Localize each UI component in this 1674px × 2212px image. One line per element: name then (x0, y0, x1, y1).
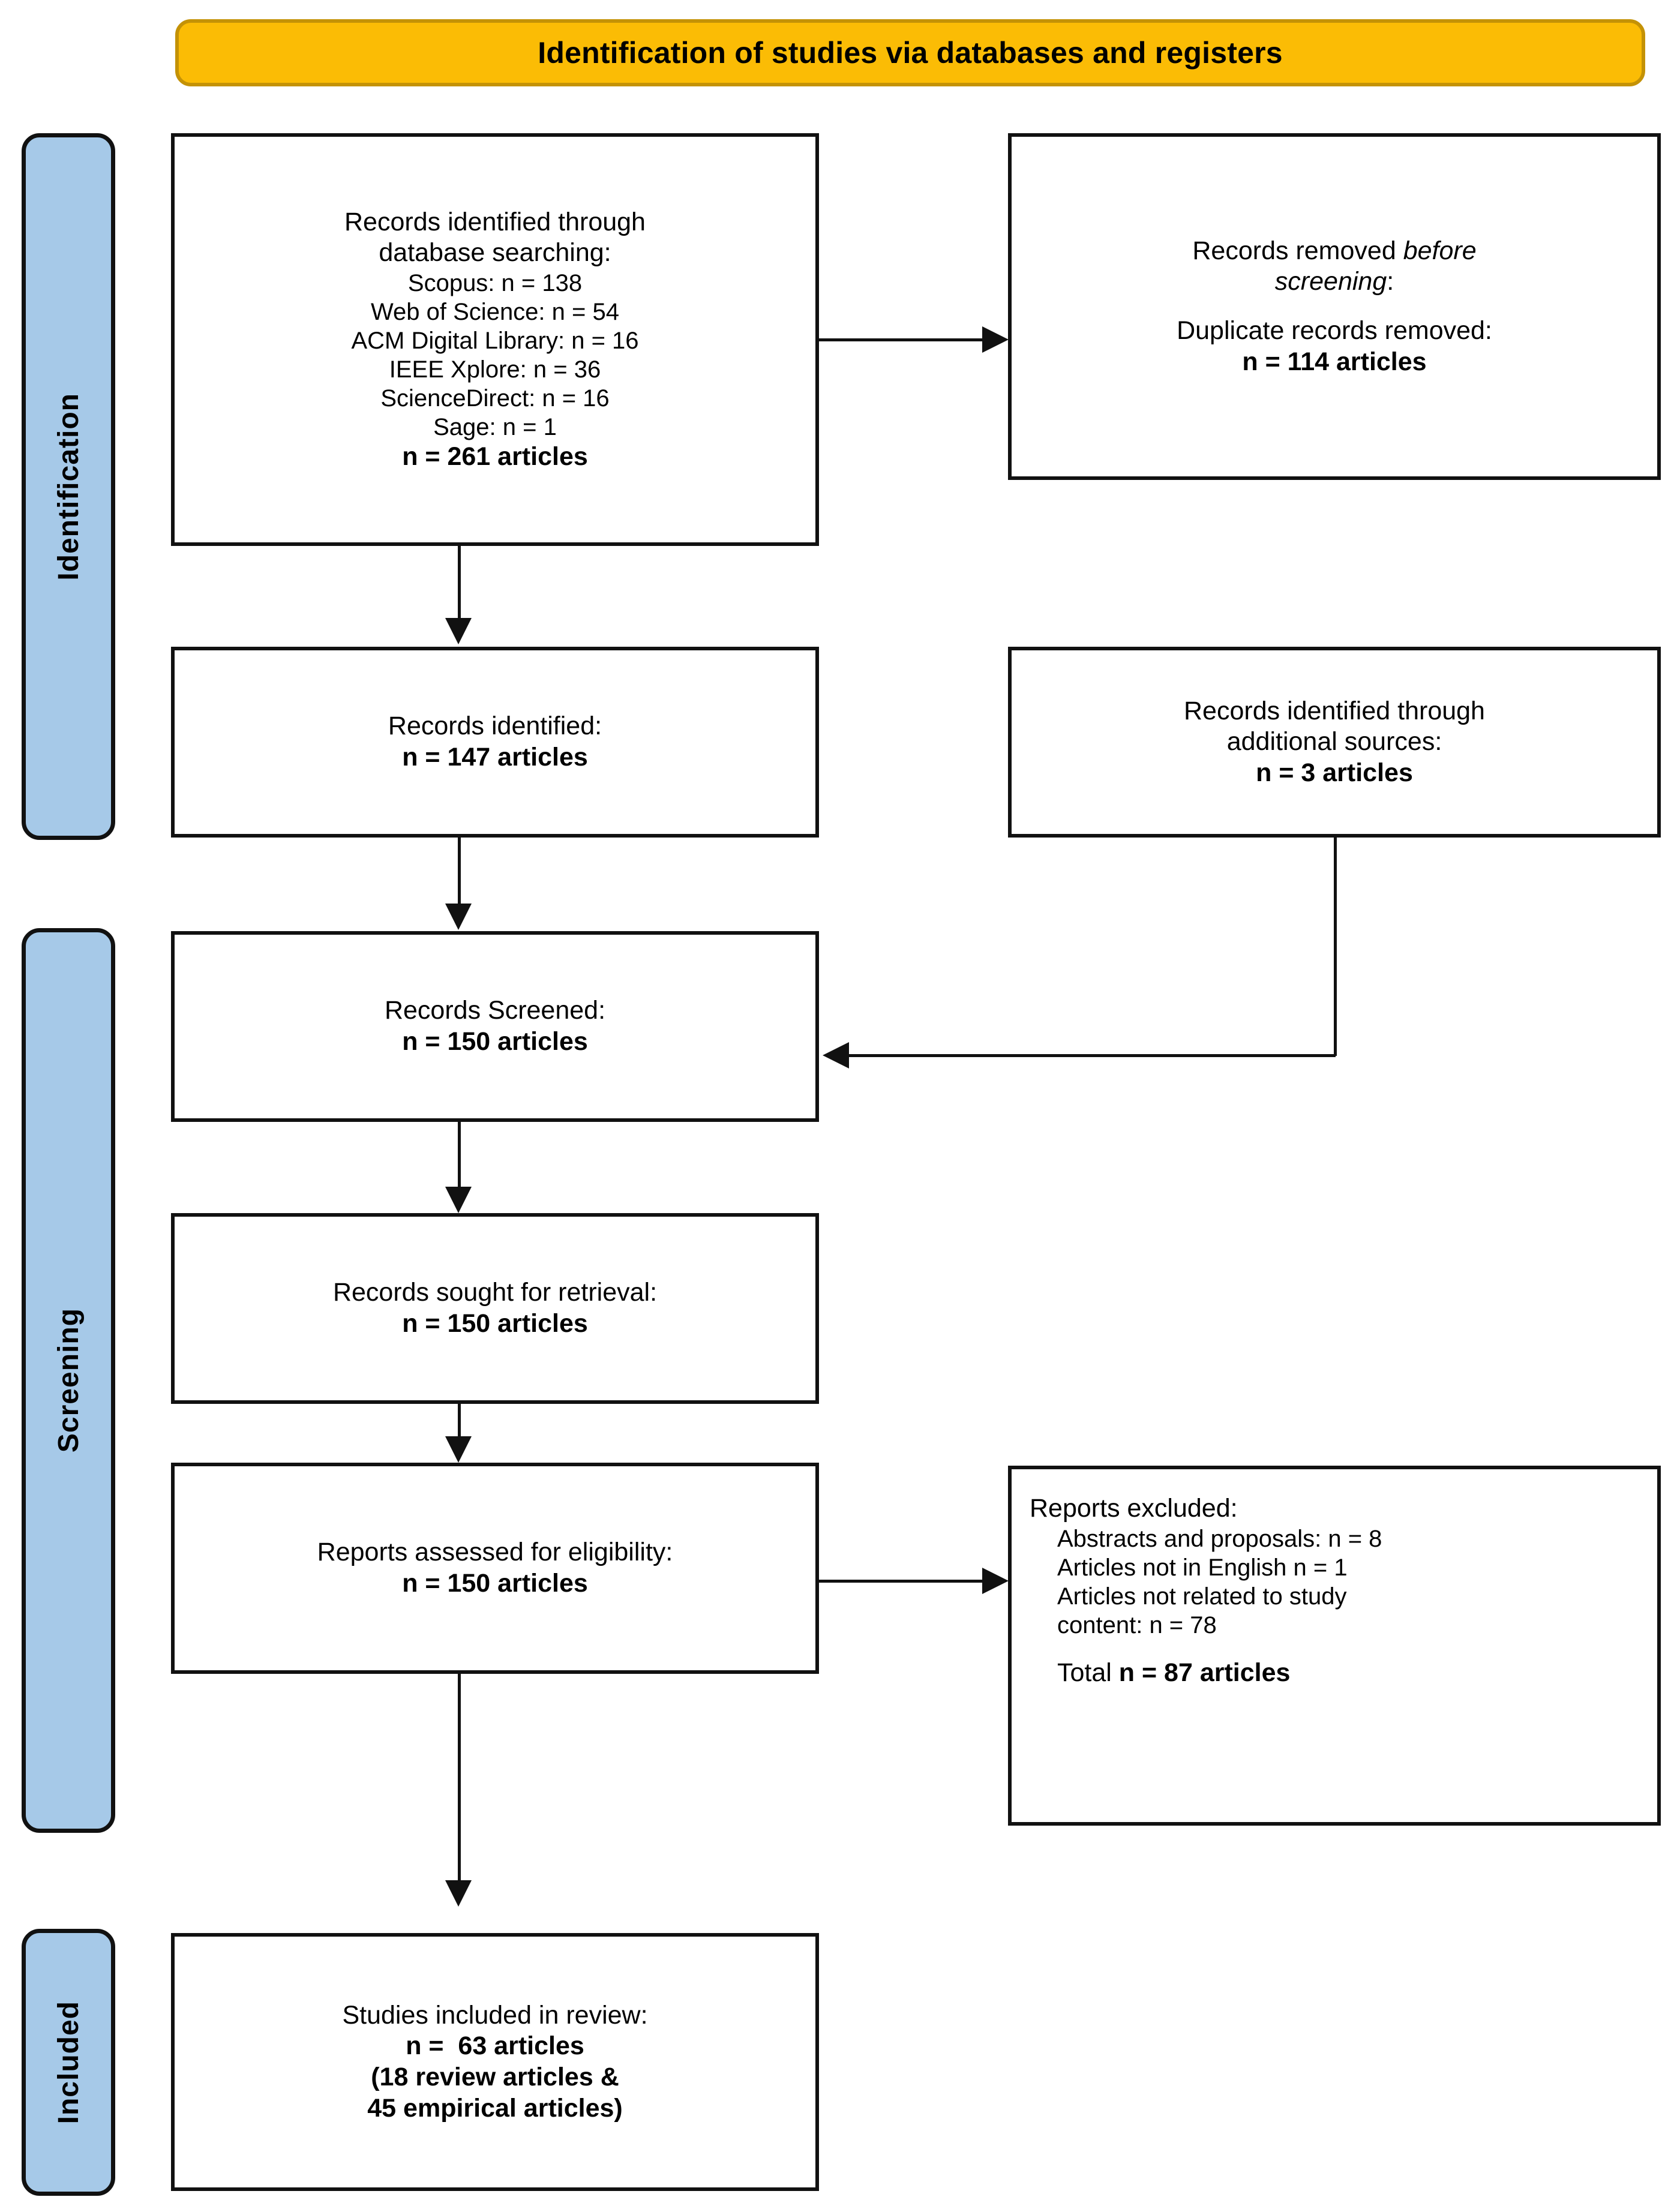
box-line-total: Total n = 87 articles (1030, 1658, 1290, 1689)
box-line-total: n = 261 articles (402, 442, 588, 471)
stage-label-screening: Screening (22, 928, 115, 1833)
box-line-label: Records identified: (388, 712, 602, 741)
box-line-count: n = 150 articles (402, 1027, 588, 1056)
connector-screened-to-sought (458, 1122, 461, 1188)
box-line-exclusion-reason: content: n = 78 (1057, 1611, 1217, 1638)
box-line-source-ieee: IEEE Xplore: n = 36 (389, 356, 601, 383)
connector-assessed-to-excluded (819, 1580, 982, 1583)
arrow-head-down-records-identified (445, 618, 472, 644)
box-records-screened: Records Screened: n = 150 articles (171, 931, 819, 1122)
removed-screening-italic: screening (1274, 267, 1387, 296)
box-line: Records identified through (344, 207, 646, 236)
stage-label-included-text: Included (52, 2000, 85, 2124)
box-line: Records removed before (1192, 236, 1476, 267)
removed-prefix: Records removed (1192, 236, 1403, 265)
connector-records-identified-to-screened (458, 838, 461, 905)
box-studies-included-in-review: Studies included in review: n = 63 artic… (171, 1933, 819, 2191)
stage-label-identification-text: Identification (52, 392, 85, 581)
box-line-count: n = 3 articles (1256, 758, 1413, 787)
box-line-breakdown-empirical: 45 empirical articles) (367, 2093, 623, 2123)
connector-sought-to-assessed (458, 1404, 461, 1437)
connector-identified-to-removed (819, 338, 982, 341)
box-line-heading: Reports excluded: (1030, 1494, 1238, 1523)
excluded-total-label: Total (1057, 1658, 1119, 1687)
box-line-breakdown-review: (18 review articles & (371, 2063, 619, 2091)
box-line-source-scopus: Scopus: n = 138 (407, 269, 583, 296)
arrow-head-down-included (445, 1880, 472, 1907)
connector-identified-to-records-identified (458, 546, 461, 619)
stage-label-included: Included (22, 1929, 115, 2196)
box-records-identified-through-database: Records identified through database sear… (171, 133, 819, 546)
box-line-source-sage: Sage: n = 1 (433, 413, 557, 440)
box-line-count: n = 63 articles (406, 2031, 584, 2061)
stage-label-identification: Identification (22, 133, 115, 840)
box-line-duplicate-label: Duplicate records removed: (1177, 316, 1492, 345)
box-line-count: n = 150 articles (402, 1569, 588, 1598)
box-line-label: Studies included in review: (342, 2000, 648, 2030)
arrow-head-down-assessed (445, 1436, 472, 1463)
box-records-removed-before-screening: Records removed before screening: Duplic… (1008, 133, 1661, 480)
stage-label-screening-text: Screening (52, 1308, 85, 1453)
box-line: database searching: (379, 238, 611, 268)
banner-identification-header: Identification of studies via databases … (175, 19, 1645, 86)
arrow-head-down-sought (445, 1187, 472, 1213)
box-line: screening: (1275, 266, 1394, 298)
box-line-source-acm: ACM Digital Library: n = 16 (351, 327, 639, 354)
box-reports-assessed-for-eligibility: Reports assessed for eligibility: n = 15… (171, 1463, 819, 1674)
banner-title: Identification of studies via databases … (538, 36, 1283, 70)
box-line-count: n = 147 articles (402, 743, 588, 772)
arrow-head-down-screened (445, 904, 472, 930)
removed-colon: : (1387, 267, 1394, 296)
box-line-label: Records sought for retrieval: (332, 1278, 658, 1307)
box-records-identified: Records identified: n = 147 articles (171, 647, 819, 838)
box-reports-excluded: Reports excluded: Abstracts and proposal… (1008, 1466, 1661, 1826)
box-line-exclusion-reason: Articles not related to study (1057, 1583, 1347, 1610)
removed-before-italic: before (1403, 236, 1477, 265)
box-line-label: Records Screened: (384, 996, 606, 1025)
arrow-head-right-excluded (982, 1568, 1009, 1594)
connector-additional-to-screened-horizontal (849, 1054, 1336, 1057)
arrow-head-right-removed (982, 326, 1009, 353)
box-line-source-sciencedirect: ScienceDirect: n = 16 (380, 385, 610, 412)
excluded-total-value: n = 87 articles (1118, 1658, 1291, 1687)
box-line-source-web-of-science: Web of Science: n = 54 (371, 298, 619, 325)
box-line-exclusion-reason: Abstracts and proposals: n = 8 (1057, 1525, 1382, 1552)
box-line: Records identified through (1184, 696, 1485, 725)
box-records-sought-for-retrieval: Records sought for retrieval: n = 150 ar… (171, 1213, 819, 1404)
box-line-exclusion-reason: Articles not in English n = 1 (1057, 1554, 1348, 1581)
box-records-identified-additional-sources: Records identified through additional so… (1008, 647, 1661, 838)
arrow-head-left-screened (823, 1042, 849, 1069)
box-line-count: n = 150 articles (402, 1309, 588, 1338)
box-line: additional sources: (1226, 727, 1442, 757)
connector-assessed-to-included (458, 1674, 461, 1881)
box-line-duplicate-count: n = 114 articles (1242, 347, 1427, 376)
connector-additional-to-screened-vertical (1334, 838, 1337, 1056)
box-line-label: Reports assessed for eligibility: (317, 1538, 673, 1567)
